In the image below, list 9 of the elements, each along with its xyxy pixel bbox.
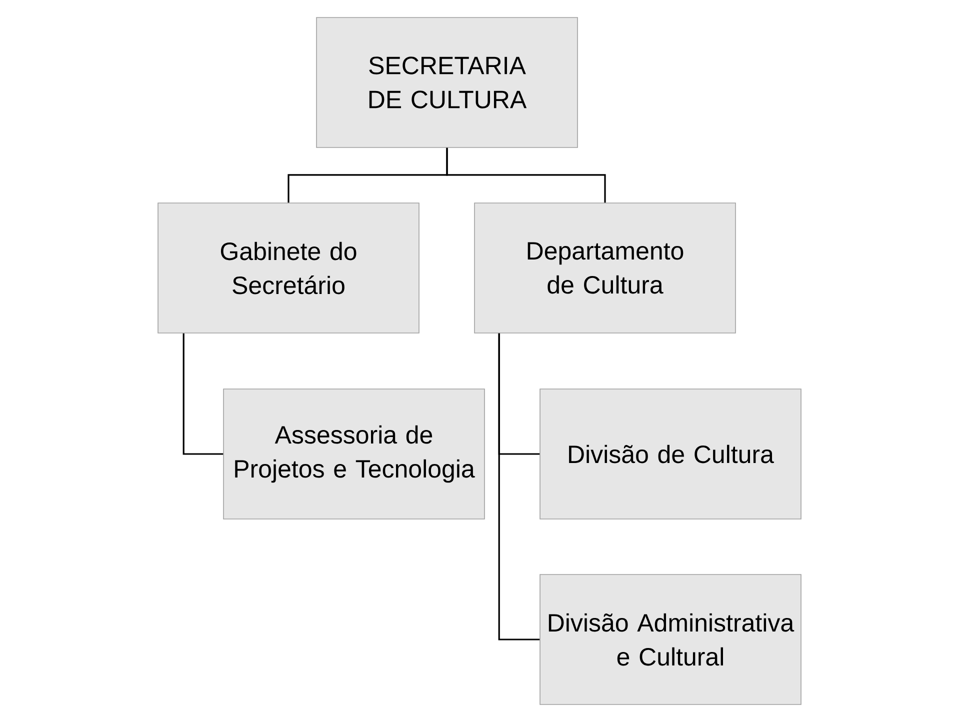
connector-line	[498, 333, 540, 640]
org-box: Divisão Administrativa e Cultural	[540, 574, 802, 705]
org-box: Assessoria de Projetos e Tecnologia	[223, 388, 485, 520]
connector-line	[182, 333, 224, 455]
org-box: Departamento de Cultura	[474, 202, 736, 334]
connector-line	[446, 148, 606, 203]
org-box: SECRETARIA DE CULTURA	[316, 17, 578, 148]
org-box: Gabinete do Secretário	[158, 202, 420, 334]
org-box: Divisão de Cultura	[540, 388, 802, 520]
